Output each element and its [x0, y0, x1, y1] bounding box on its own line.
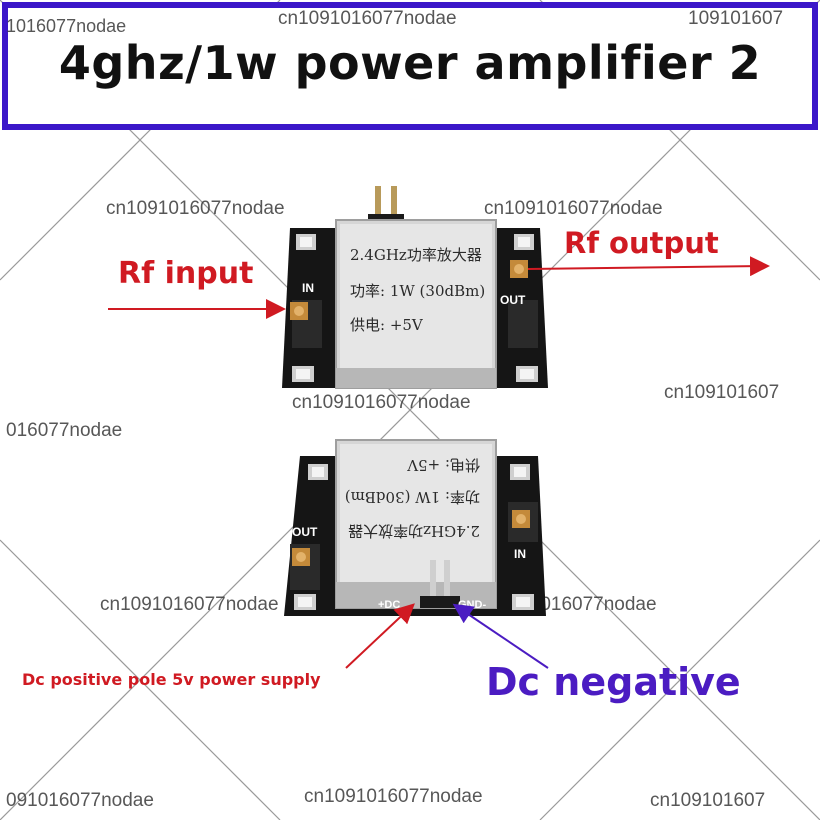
- shield-text-line2: 功率: 1W (30dBm): [350, 282, 485, 300]
- dc-label: +DC: [378, 599, 400, 611]
- watermark-text: 109101607: [688, 8, 784, 29]
- shield-text-line3: 供电: +5V: [406, 456, 480, 474]
- shield-text-line2: 功率: 1W (30dBm): [345, 488, 480, 506]
- watermark-text: cn109101607: [650, 790, 766, 811]
- watermark-text: cn109101607: [664, 382, 780, 403]
- pin-header: [420, 596, 460, 608]
- in-label: IN: [302, 281, 314, 295]
- amplifier-module-top: IN OUT 2.4GHz功率放大器 功率: 1W (30dBm) 供电: +5…: [282, 186, 548, 389]
- out-label: OUT: [292, 525, 318, 539]
- watermark-text: 016077nodae: [6, 420, 123, 441]
- watermark-text: 091016077nodae: [6, 790, 154, 811]
- pin-header-pin: [391, 186, 397, 226]
- watermark-text: cn1091016077nodae: [106, 198, 285, 219]
- watermark-text: 1016077nodae: [6, 16, 127, 36]
- out-label: OUT: [500, 293, 526, 307]
- amplifier-module-bottom: OUT IN 2.4GHz功率放大器 功率: 1W (30dBm) 供电: +5…: [284, 439, 546, 616]
- watermark-text: cn1091016077nodae: [304, 786, 483, 807]
- watermark-text: cn1091016077nodae: [484, 198, 663, 219]
- dc-negative-label: Dc negative: [486, 660, 741, 704]
- in-label: IN: [514, 547, 526, 561]
- shield-text-line3: 供电: +5V: [350, 316, 424, 334]
- watermark-text: cn1091016077nodae: [278, 8, 457, 29]
- gnd-label: GND-: [458, 599, 486, 611]
- title-frame: 4ghz/1w power amplifier 2: [2, 2, 818, 130]
- dc-positive-label: Dc positive pole 5v power supply: [22, 670, 321, 689]
- page-title: 4ghz/1w power amplifier 2: [58, 36, 762, 90]
- rf-output-label: Rf output: [564, 226, 719, 260]
- shield-text-line1: 2.4GHz功率放大器: [348, 522, 480, 540]
- shield-text-line1: 2.4GHz功率放大器: [350, 246, 482, 264]
- watermark-text: cn1091016077nodae: [100, 594, 279, 615]
- rf-input-label: Rf input: [118, 256, 254, 291]
- pin-header-pin: [375, 186, 381, 226]
- rf-output-arrow: [527, 256, 770, 277]
- watermark-text: cn1091016077nodae: [292, 392, 471, 413]
